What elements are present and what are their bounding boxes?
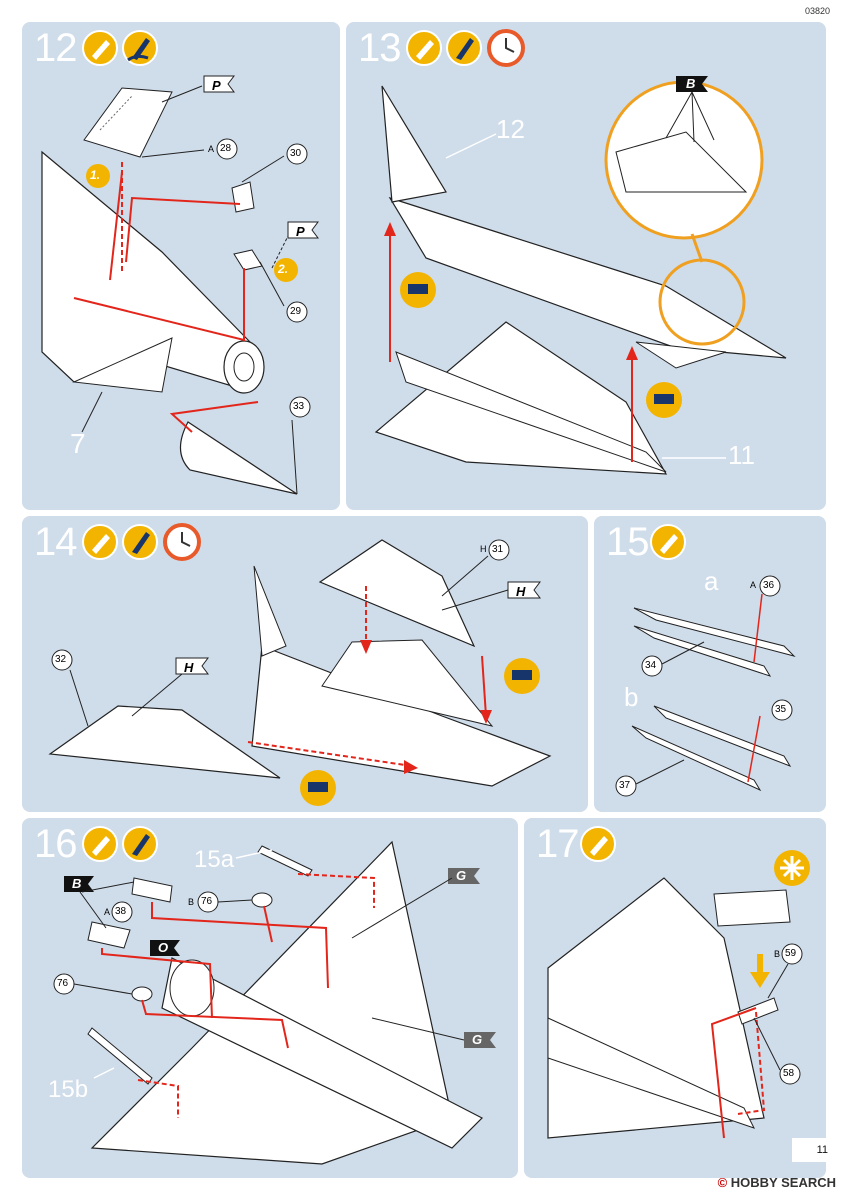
flag-p-label: P [212,78,221,93]
part-letter: A [750,580,757,590]
flag-b-label: B [72,876,82,891]
step-icons [82,28,162,68]
part-number-32: 32 [55,654,67,665]
part-number-30: 30 [290,148,302,159]
step-13-panel: 13 [346,22,826,510]
part-number-76: 76 [57,978,69,989]
step-icons [650,522,690,562]
step-icons [82,522,206,562]
part-number-34: 34 [645,660,657,671]
part-number-76: 76 [201,896,213,907]
step-14-panel: 14 H 31 32 H [22,516,588,812]
part-reference-12: 12 [496,114,525,144]
step-15-panel: 15 a b A 36 34 35 37 [594,516,826,812]
part-number-36: 36 [763,580,775,591]
part-letter: B [774,949,781,959]
part-number-35: 35 [775,704,787,715]
part-number-38: 38 [115,906,127,917]
part-reference-15a: 15a [194,846,235,873]
step-number: 15 [606,520,649,564]
part-number-28: 28 [220,143,232,154]
flag-h-label: H [184,660,194,675]
step-icons [580,824,620,864]
page-number: 11 [792,1138,828,1162]
part-reference-15b: 15b [48,1076,89,1103]
document-code: 03820 [804,6,830,16]
step-icons [406,28,530,68]
callout-1: 1. [90,168,101,182]
variant-b: b [624,682,639,712]
step-number: 17 [536,822,579,866]
part-number-33: 33 [293,401,305,412]
part-number-29: 29 [290,306,302,317]
flag-g-label: G [456,868,467,883]
step-12-panel: 12 [22,22,340,510]
part-number-59: 59 [785,948,797,959]
part-letter: A [208,144,215,154]
step-number: 14 [34,520,77,564]
step-number: 13 [358,26,401,70]
variant-a: a [704,566,719,596]
part-number-58: 58 [783,1068,795,1079]
step-icons [82,824,162,864]
part-letter: H [480,544,487,554]
callout-2: 2. [278,262,289,276]
flag-h-label: H [516,584,526,599]
flag-p-label: P [296,224,305,239]
part-number-37: 37 [619,780,631,791]
flag-g-label: G [472,1032,483,1047]
part-reference-7: 7 [70,428,86,459]
step-number: 12 [34,26,77,70]
flag-o-label: O [158,940,169,955]
step-16-panel: 16 [22,818,518,1178]
step-number: 16 [34,822,77,866]
part-reference-11: 11 [728,440,755,470]
part-number-31: 31 [492,544,504,555]
flag-b-label: B [686,76,696,91]
part-letter: B [188,897,195,907]
part-letter: A [104,907,111,917]
footer-watermark: © HOBBY SEARCH [717,1175,836,1190]
step-17-panel: 17 B 59 58 [524,818,826,1178]
footer-brand: HOBBY SEARCH [730,1175,836,1190]
